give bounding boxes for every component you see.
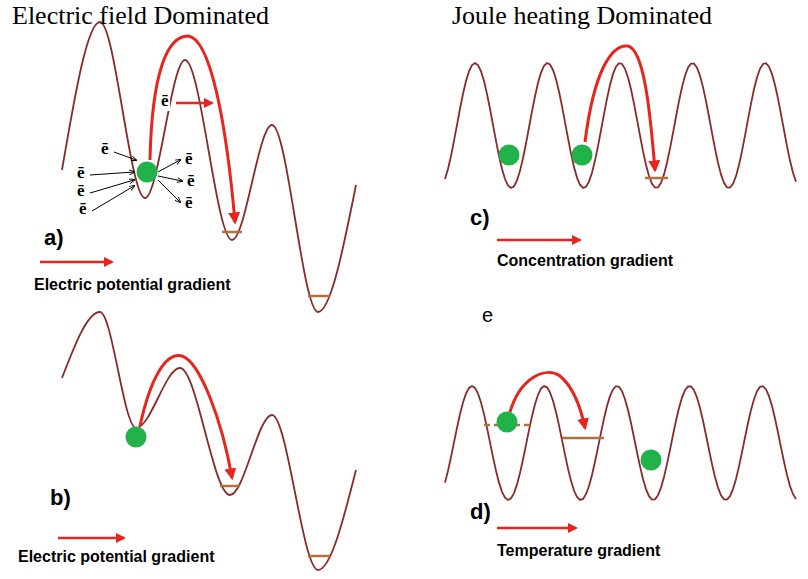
stray-mark: e — [482, 304, 493, 326]
energy-level — [562, 437, 604, 440]
section-heading: Joule heating Dominated — [452, 2, 712, 31]
potential-curve — [445, 386, 796, 500]
axis-caption: Concentration gradient — [497, 252, 673, 270]
direction-arrow — [58, 537, 124, 540]
axis-caption: Temperature gradient — [497, 542, 660, 560]
electron-symbol: ē — [184, 150, 194, 169]
section-heading: Electric field Dominated — [12, 2, 269, 31]
electron-wind-arrow — [90, 172, 134, 175]
hop-arrow — [585, 46, 655, 170]
hop-arrow — [510, 373, 585, 428]
hop-arrow — [140, 356, 232, 478]
direction-arrow — [497, 527, 576, 530]
ion-dot — [126, 427, 147, 448]
electron-wind-arrow — [114, 152, 136, 160]
electron-symbol: ē — [184, 194, 194, 213]
energy-level — [220, 485, 240, 488]
electron-wind-arrow — [158, 180, 180, 202]
energy-level — [222, 231, 242, 234]
ion-dot — [499, 145, 520, 166]
hop-arrow — [150, 36, 235, 222]
electron-wind-arrow — [158, 176, 182, 181]
panel-label: d) — [470, 500, 491, 524]
electron-symbol: ē — [100, 140, 110, 159]
potential-curve — [62, 22, 356, 312]
electron-symbol: ē — [76, 182, 86, 201]
panel-label: a) — [44, 226, 64, 250]
panel-label: c) — [470, 206, 490, 230]
potential-curve — [62, 312, 356, 570]
energy-level — [308, 295, 330, 298]
direction-arrow — [497, 239, 580, 242]
ion-dot — [572, 145, 593, 166]
electron-wind-arrow — [90, 180, 134, 193]
axis-caption: Electric potential gradient — [18, 548, 214, 566]
electron-wind-arrow — [92, 186, 134, 211]
axis-caption: Electric potential gradient — [34, 276, 230, 294]
potential-curve — [445, 63, 796, 188]
ion-dot — [641, 450, 662, 471]
electron-symbol: ē — [186, 172, 196, 191]
electron-symbol: ē — [160, 92, 170, 111]
ion-dot — [137, 162, 158, 183]
direction-arrow — [40, 261, 112, 264]
energy-level — [308, 555, 330, 558]
ion-dot — [497, 412, 518, 433]
electron-symbol: ē — [78, 200, 88, 219]
electron-wind-arrow — [158, 160, 180, 172]
electron-symbol: ē — [76, 164, 86, 183]
direction-arrow — [176, 102, 212, 105]
panel-label: b) — [50, 486, 71, 510]
energy-level — [645, 177, 668, 180]
